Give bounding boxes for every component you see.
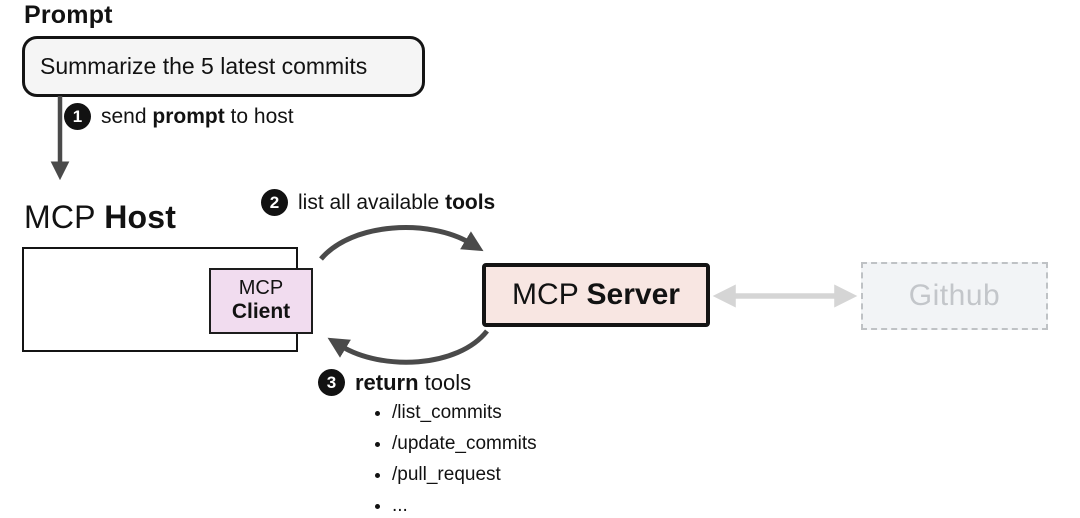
step3-label: 3 return tools <box>318 369 471 396</box>
tool-item: ... <box>392 495 537 517</box>
server-label-regular: MCP <box>512 278 587 311</box>
step2-text-bold: tools <box>445 190 496 214</box>
client-label-line2: Client <box>231 300 291 324</box>
step3-number-badge: 3 <box>318 369 345 396</box>
host-title-regular: MCP <box>24 199 105 235</box>
github-box: Github <box>861 262 1048 330</box>
tool-item: /list_commits <box>392 402 537 424</box>
host-title-bold: Host <box>104 199 177 235</box>
client-label-line1: MCP <box>238 277 284 300</box>
github-label: Github <box>908 279 1001 312</box>
step1-text-pre: send <box>101 104 153 128</box>
step1-text: send prompt to host <box>101 105 294 129</box>
tool-item: /pull_request <box>392 464 537 486</box>
return-tools-arrow <box>327 329 489 365</box>
prompt-bubble: Summarize the 5 latest commits <box>22 36 425 97</box>
step1-label: 1 send prompt to host <box>64 103 294 130</box>
prompt-bubble-text: Summarize the 5 latest commits <box>40 53 368 79</box>
step3-text-post: tools <box>418 369 472 395</box>
step1-number-badge: 1 <box>64 103 91 130</box>
step2-label: 2 list all available tools <box>261 189 495 216</box>
list-tools-arrow <box>319 225 484 261</box>
step3-text: return tools <box>355 370 471 396</box>
tools-list: /list_commits /update_commits /pull_requ… <box>374 402 537 518</box>
prompt-section-title: Prompt <box>24 1 113 29</box>
step2-text: list all available tools <box>298 191 495 215</box>
host-title: MCP Host <box>24 199 176 236</box>
server-label-bold: Server <box>586 278 680 311</box>
mcp-server-box: MCP Server <box>482 263 710 327</box>
mcp-client-box: MCP Client <box>209 268 313 334</box>
step1-text-post: to host <box>224 104 294 128</box>
step3-text-bold: return <box>355 369 419 395</box>
step2-number-badge: 2 <box>261 189 288 216</box>
tool-item: /update_commits <box>392 433 537 455</box>
step1-text-bold: prompt <box>152 104 225 128</box>
step2-text-pre: list all available <box>298 190 446 214</box>
